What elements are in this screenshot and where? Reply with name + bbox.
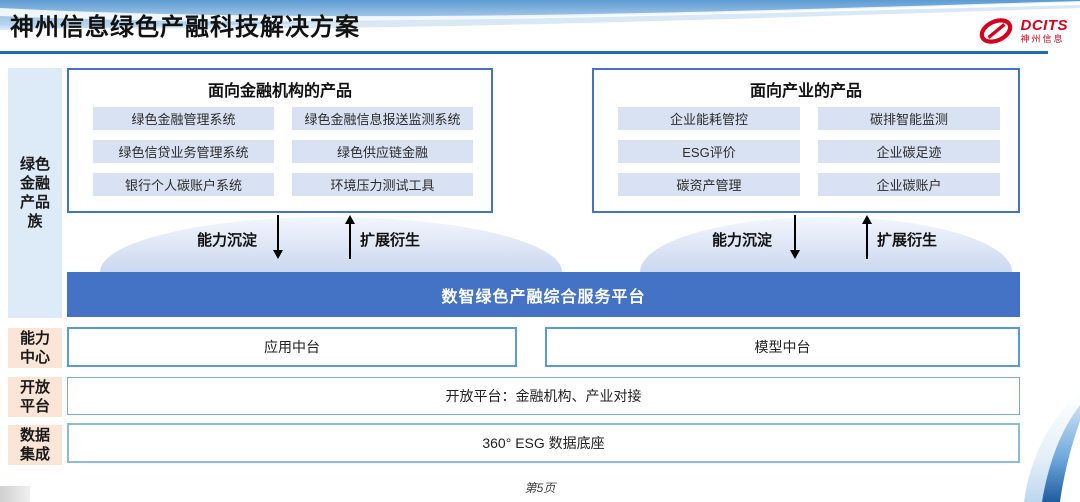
up-arrow-icon — [861, 215, 873, 259]
finance-product-pill: 银行个人碳账户系统 — [93, 173, 274, 196]
dcits-logo: DCITS 神州信息 — [975, 16, 1069, 46]
down-arrow-icon — [272, 215, 284, 259]
finance-product-pill: 绿色金融管理系统 — [93, 107, 274, 130]
dcits-logo-icon — [979, 18, 1012, 44]
platform-bar-label: 数智绿色产融综合服务平台 — [441, 288, 646, 306]
application-middle-platform-box: 应用中台 — [67, 327, 517, 367]
down-arrow-icon — [789, 215, 801, 259]
finance-products-grid: 绿色金融管理系统 绿色金融信息报送监测系统 绿色信贷业务管理系统 绿色供应链金融… — [93, 107, 473, 196]
finance-product-pill: 环境压力测试工具 — [292, 173, 473, 196]
header-divider — [0, 51, 1048, 54]
esg-data-base-row: 360° ESG 数据底座 — [67, 423, 1020, 463]
logo-text: DCITS 神州信息 — [1021, 18, 1069, 44]
industry-product-pill: 企业能耗管控 — [618, 107, 800, 130]
sidebar-label-data-integration: 数据 集成 — [8, 425, 62, 465]
footer-left-decoration — [0, 486, 30, 502]
open-platform-row: 开放平台：金融机构、产业对接 — [67, 377, 1020, 415]
model-middle-platform-box: 模型中台 — [545, 327, 1020, 367]
finance-products-title: 面向金融机构的产品 — [207, 83, 352, 100]
page-title: 神州信息绿色产融科技解决方案 — [10, 14, 360, 41]
industry-products-grid: 企业能耗管控 碳排智能监测 ESG评价 企业碳足迹 碳资产管理 企业碳账户 — [618, 107, 1000, 196]
industry-product-pill: 碳排智能监测 — [818, 107, 1000, 130]
sidebar-label-capability-center: 能力 中心 — [8, 328, 62, 368]
finance-product-pill: 绿色信贷业务管理系统 — [93, 140, 274, 163]
finance-product-pill: 绿色金融信息报送监测系统 — [292, 107, 473, 130]
industry-products-title: 面向产业的产品 — [749, 83, 862, 100]
logo-brand: DCITS — [1020, 17, 1068, 34]
expand-derive-label: 扩展衍生 — [877, 232, 938, 249]
expand-derive-label: 扩展衍生 — [360, 232, 421, 249]
industry-product-pill: 企业碳账户 — [818, 173, 1000, 196]
capability-settle-label: 能力沉淀 — [197, 232, 258, 249]
platform-bar: 数智绿色产融综合服务平台 — [67, 272, 1020, 317]
industry-product-pill: ESG评价 — [618, 140, 800, 163]
page-number: 第5页 — [524, 481, 556, 495]
finance-products-box: 面向金融机构的产品 绿色金融管理系统 绿色金融信息报送监测系统 绿色信贷业务管理… — [67, 68, 493, 213]
sidebar-label-green-finance-product-family: 绿色 金融 产品 族 — [8, 68, 62, 318]
up-arrow-icon — [344, 215, 356, 259]
sidebar-label-open-platform: 开放 平台 — [8, 377, 62, 417]
dome-decoration-left — [100, 217, 562, 272]
dome-decoration-right — [640, 217, 1012, 272]
industry-product-pill: 企业碳足迹 — [818, 140, 1000, 163]
capability-settle-label: 能力沉淀 — [712, 232, 773, 249]
finance-product-pill: 绿色供应链金融 — [292, 140, 473, 163]
industry-product-pill: 碳资产管理 — [618, 173, 800, 196]
logo-company: 神州信息 — [1020, 34, 1065, 44]
industry-products-box: 面向产业的产品 企业能耗管控 碳排智能监测 ESG评价 企业碳足迹 碳资产管理 … — [592, 68, 1020, 213]
